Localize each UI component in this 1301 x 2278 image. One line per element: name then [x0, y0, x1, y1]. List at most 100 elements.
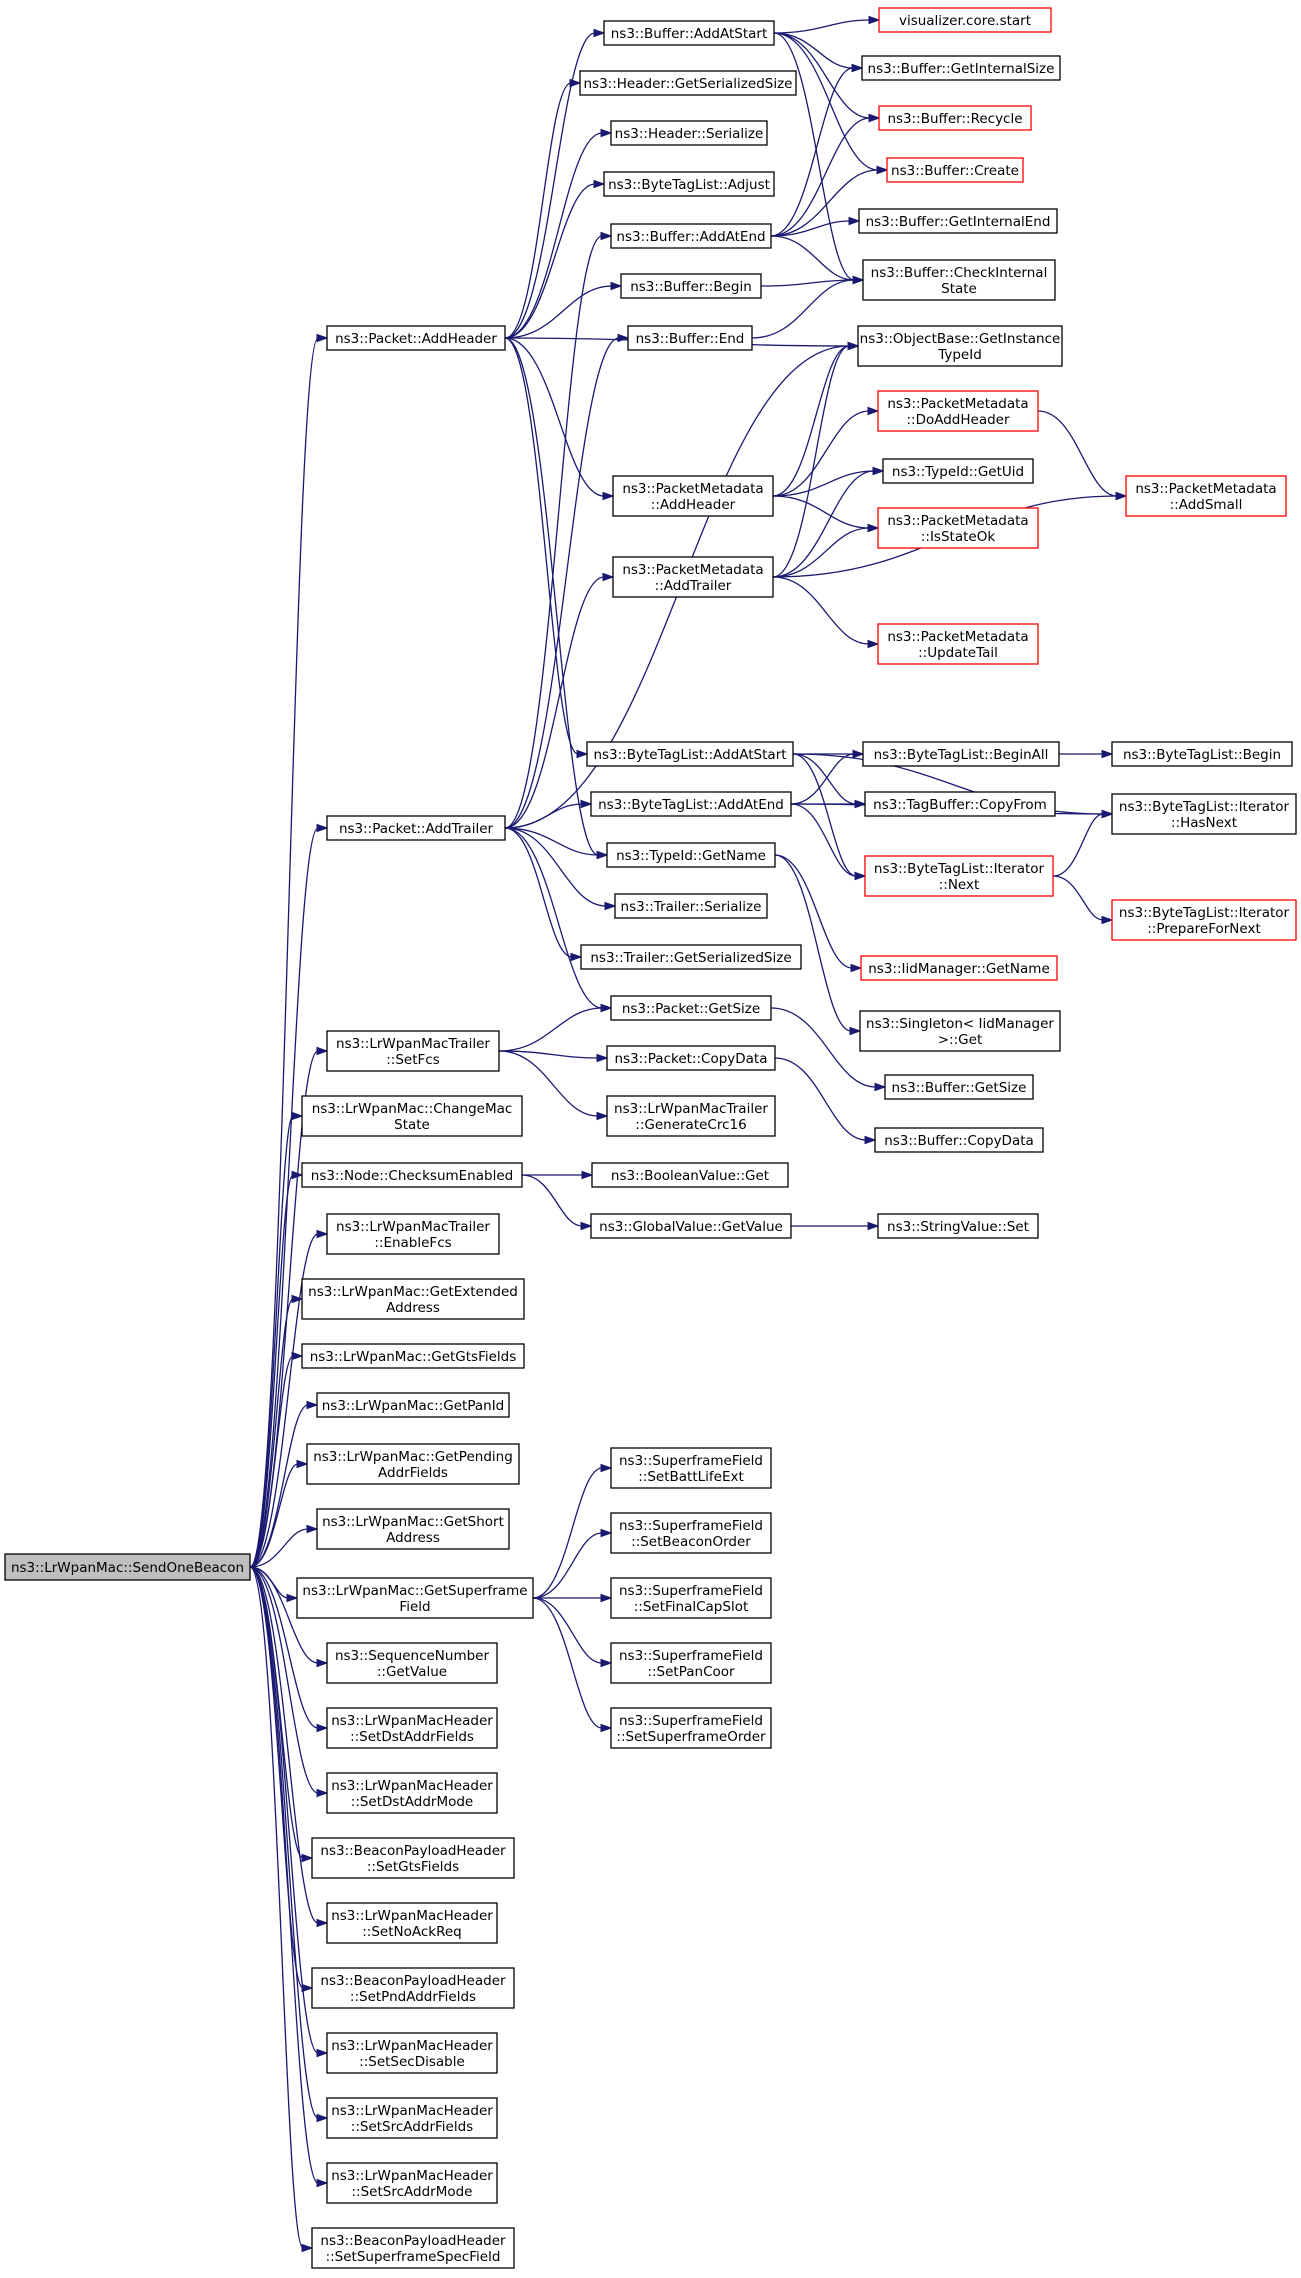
node-box[interactable]	[326, 1030, 500, 1072]
node-box[interactable]	[610, 995, 772, 1021]
node-setDstAddrFields[interactable]: ns3::LrWpanMacHeader::SetDstAddrFields	[326, 1707, 498, 1749]
node-box[interactable]	[1111, 899, 1297, 941]
node-sfPan[interactable]: ns3::SuperframeField::SetPanCoor	[610, 1642, 772, 1684]
node-box[interactable]	[614, 893, 768, 919]
node-box[interactable]	[610, 1447, 772, 1489]
node-trlSerialize[interactable]: ns3::Trailer::Serialize	[614, 893, 768, 919]
node-box[interactable]	[864, 855, 1054, 897]
node-box[interactable]	[326, 1772, 498, 1814]
node-box[interactable]	[864, 791, 1056, 817]
node-box[interactable]	[311, 1837, 515, 1879]
node-setSuperframeSpec[interactable]: ns3::BeaconPayloadHeader::SetSuperframeS…	[311, 2227, 515, 2269]
node-box[interactable]	[884, 1074, 1034, 1100]
node-enableFcs[interactable]: ns3::LrWpanMacTrailer::EnableFcs	[326, 1213, 500, 1255]
node-box[interactable]	[1111, 793, 1297, 835]
node-box[interactable]	[326, 1902, 498, 1944]
node-tbCopyFrom[interactable]: ns3::TagBuffer::CopyFrom	[864, 791, 1056, 817]
node-box[interactable]	[301, 1343, 525, 1369]
node-box[interactable]	[610, 1642, 772, 1684]
node-btlItPrepare[interactable]: ns3::ByteTagList::Iterator::PrepareForNe…	[1111, 899, 1297, 941]
node-btlItNext[interactable]: ns3::ByteTagList::Iterator::Next	[864, 855, 1054, 897]
node-box[interactable]	[580, 944, 802, 970]
node-trailerSetFcs[interactable]: ns3::LrWpanMacTrailer::SetFcs	[326, 1030, 500, 1072]
node-box[interactable]	[4, 1553, 251, 1581]
node-sfSuper[interactable]: ns3::SuperframeField::SetSuperframeOrder	[610, 1707, 772, 1749]
node-box[interactable]	[874, 1127, 1044, 1153]
node-btlBegin[interactable]: ns3::ByteTagList::Begin	[1111, 741, 1293, 767]
node-box[interactable]	[316, 1508, 510, 1550]
node-gvGetValue[interactable]: ns3::GlobalValue::GetValue	[590, 1213, 792, 1239]
node-box[interactable]	[326, 2032, 498, 2074]
node-box[interactable]	[311, 2227, 515, 2269]
node-btlItHasNext[interactable]: ns3::ByteTagList::Iterator::HasNext	[1111, 793, 1297, 835]
node-box[interactable]	[603, 20, 775, 46]
node-getGts[interactable]: ns3::LrWpanMac::GetGtsFields	[301, 1343, 525, 1369]
node-box[interactable]	[326, 1642, 498, 1684]
node-box[interactable]	[886, 157, 1024, 183]
node-box[interactable]	[1125, 475, 1287, 517]
node-pmAddHeader[interactable]: ns3::PacketMetadata::AddHeader	[612, 475, 774, 517]
node-addTrailer[interactable]: ns3::Packet::AddTrailer	[326, 815, 506, 841]
node-box[interactable]	[579, 70, 797, 96]
node-box[interactable]	[862, 741, 1060, 767]
node-box[interactable]	[858, 208, 1058, 234]
node-box[interactable]	[326, 1213, 500, 1255]
node-box[interactable]	[296, 1577, 534, 1619]
node-box[interactable]	[1111, 741, 1293, 767]
node-trlGetSize[interactable]: ns3::Trailer::GetSerializedSize	[580, 944, 802, 970]
node-setSecDisable[interactable]: ns3::LrWpanMacHeader::SetSecDisable	[326, 2032, 498, 2074]
node-box[interactable]	[301, 1095, 523, 1137]
node-box[interactable]	[603, 171, 775, 197]
node-box[interactable]	[610, 1512, 772, 1554]
node-sfFinal[interactable]: ns3::SuperframeField::SetFinalCapSlot	[610, 1577, 772, 1619]
node-box[interactable]	[606, 842, 776, 868]
node-pmIsStateOk[interactable]: ns3::PacketMetadata::IsStateOk	[877, 507, 1039, 549]
node-checksum[interactable]: ns3::Node::ChecksumEnabled	[301, 1162, 523, 1188]
node-box[interactable]	[606, 1045, 776, 1071]
node-hdrGetSize[interactable]: ns3::Header::GetSerializedSize	[579, 70, 797, 96]
node-bufGetIntSize[interactable]: ns3::Buffer::GetInternalSize	[861, 55, 1061, 81]
node-pktGetSize[interactable]: ns3::Packet::GetSize	[610, 995, 772, 1021]
node-btlAddAtStart[interactable]: ns3::ByteTagList::AddAtStart	[586, 741, 794, 767]
node-box[interactable]	[612, 556, 774, 598]
node-box[interactable]	[590, 791, 792, 817]
node-seqGetValue[interactable]: ns3::SequenceNumber::GetValue	[326, 1642, 498, 1684]
node-addHeader[interactable]: ns3::Packet::AddHeader	[326, 325, 506, 351]
node-box[interactable]	[882, 458, 1034, 484]
node-box[interactable]	[301, 1278, 525, 1320]
node-btlBeginAll[interactable]: ns3::ByteTagList::BeginAll	[862, 741, 1060, 767]
node-setSrcAddrFields[interactable]: ns3::LrWpanMacHeader::SetSrcAddrFields	[326, 2097, 498, 2139]
node-singletonGet[interactable]: ns3::Singleton< IidManager>::Get	[859, 1010, 1061, 1052]
node-box[interactable]	[877, 1213, 1039, 1239]
node-box[interactable]	[610, 1707, 772, 1749]
node-setDstAddrMode[interactable]: ns3::LrWpanMacHeader::SetDstAddrMode	[326, 1772, 498, 1814]
node-box[interactable]	[861, 55, 1061, 81]
node-box[interactable]	[610, 223, 772, 249]
node-btlAdjust[interactable]: ns3::ByteTagList::Adjust	[603, 171, 775, 197]
node-root[interactable]: ns3::LrWpanMac::SendOneBeacon	[4, 1553, 251, 1581]
node-svSet[interactable]: ns3::StringValue::Set	[877, 1213, 1039, 1239]
node-bufCopyData[interactable]: ns3::Buffer::CopyData	[874, 1127, 1044, 1153]
node-box[interactable]	[311, 1967, 515, 2009]
node-pmAddSmall[interactable]: ns3::PacketMetadata::AddSmall	[1125, 475, 1287, 517]
node-box[interactable]	[326, 325, 506, 351]
node-bufAddAtEnd[interactable]: ns3::Buffer::AddAtEnd	[610, 223, 772, 249]
node-box[interactable]	[877, 390, 1039, 432]
node-tidGetUid[interactable]: ns3::TypeId::GetUid	[882, 458, 1034, 484]
node-box[interactable]	[590, 1213, 792, 1239]
node-tidGetName[interactable]: ns3::TypeId::GetName	[606, 842, 776, 868]
node-bufEnd[interactable]: ns3::Buffer::End	[627, 325, 753, 351]
node-bufAddAtStart[interactable]: ns3::Buffer::AddAtStart	[603, 20, 775, 46]
node-box[interactable]	[326, 815, 506, 841]
node-box[interactable]	[326, 2097, 498, 2139]
node-box[interactable]	[326, 1707, 498, 1749]
node-box[interactable]	[878, 105, 1032, 131]
node-box[interactable]	[610, 1577, 772, 1619]
node-btlAddAtEnd[interactable]: ns3::ByteTagList::AddAtEnd	[590, 791, 792, 817]
